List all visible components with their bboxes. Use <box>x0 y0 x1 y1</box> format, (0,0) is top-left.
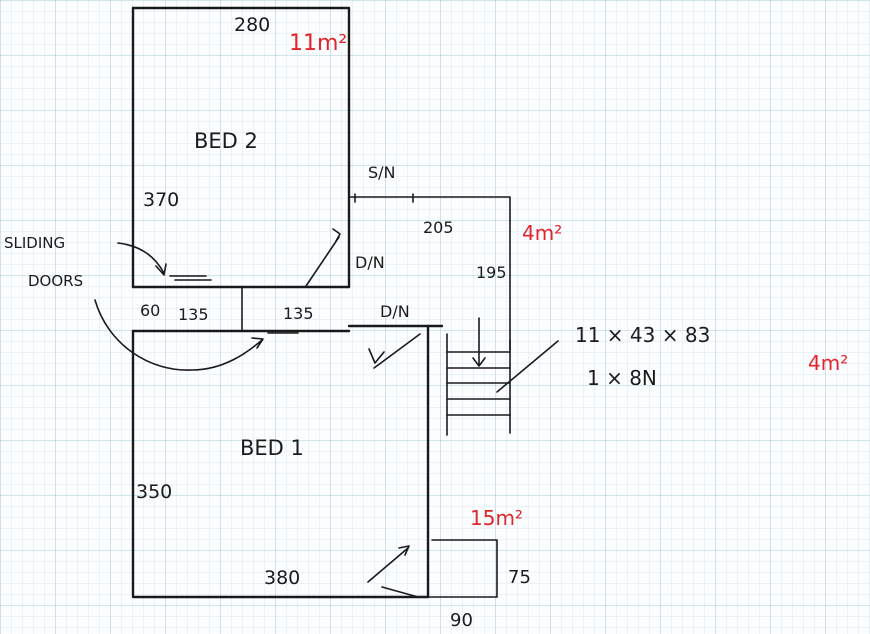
landing-door-label: D/N <box>380 302 410 321</box>
bed1-width-dim: 380 <box>264 567 300 589</box>
ensuite-area: 4m² <box>522 221 562 245</box>
wardrobe-dim-1: 60 <box>140 301 160 320</box>
bed1-walls <box>131 324 444 599</box>
bed2-walls <box>131 6 351 289</box>
bed2-label: BED 2 <box>194 129 258 153</box>
stairs-spec-1: 11 × 43 × 83 <box>575 323 710 347</box>
wardrobe-dim-2: 135 <box>178 305 209 324</box>
wardrobe-dim-3: 135 <box>283 304 314 323</box>
ensuite-width-dim: 205 <box>423 218 454 237</box>
wardrobe-strip <box>131 275 351 334</box>
sliding-doors-callout <box>94 242 264 371</box>
sliding-doors-label-2: DOORS <box>28 272 83 290</box>
ensuite-walls <box>348 193 511 351</box>
ensuite-height-dim: 195 <box>476 263 507 282</box>
bed2-area: 11m² <box>289 31 347 56</box>
bed2-width-dim: 280 <box>234 14 270 36</box>
bed2-door-label: D/N <box>355 253 385 272</box>
bed1-height-dim: 350 <box>136 481 172 503</box>
landing-area: 15m² <box>470 506 523 530</box>
door-swings <box>305 228 421 598</box>
stairs <box>446 317 559 436</box>
stairs-spec-2: 1 × 8N <box>587 366 657 390</box>
landing-width-dim: 90 <box>450 610 473 631</box>
bed2-height-dim: 370 <box>143 189 179 211</box>
stairs-area: 4m² <box>808 351 848 375</box>
landing-walls <box>427 539 498 598</box>
bed1-label: BED 1 <box>240 436 304 460</box>
landing-depth-dim: 75 <box>508 567 531 588</box>
sliding-doors-label-1: SLIDING <box>4 234 65 252</box>
ensuite-label: S/N <box>368 163 396 182</box>
